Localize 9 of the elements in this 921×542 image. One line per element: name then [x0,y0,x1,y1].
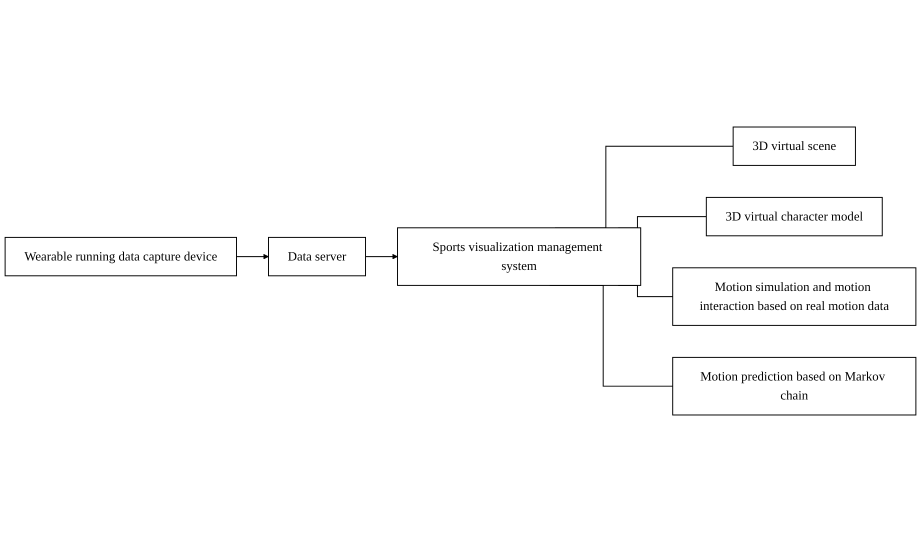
arrow [236,254,269,260]
node-box: Sports visualization management system [397,227,642,286]
node-box: Wearable running data capture device [4,236,237,276]
node-box: Motion simulation and motion interaction based on real motion data [672,267,916,326]
node-box: 3D virtual scene [732,126,856,166]
arrow [365,254,398,260]
node-box: 3D virtual character model [706,196,883,236]
node-box: Data server [268,236,366,276]
node-box: Motion prediction based on Markov chain [672,356,916,416]
